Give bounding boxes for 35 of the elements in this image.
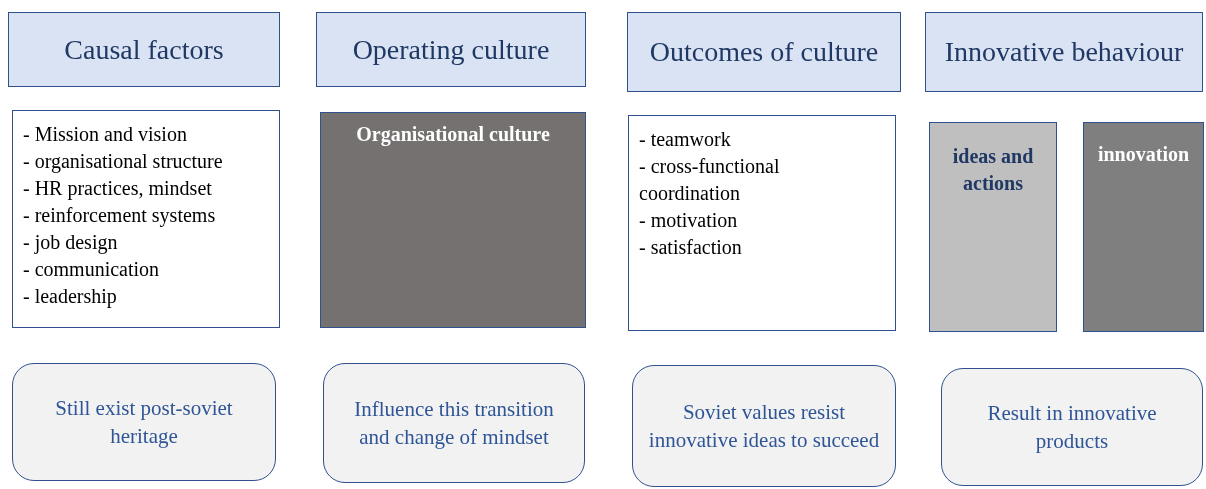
column-header xyxy=(627,12,901,92)
note-box xyxy=(941,368,1203,486)
block-text: Result in innovative products xyxy=(986,400,1158,455)
list-item: - satisfaction xyxy=(639,235,743,260)
block-text: Still exist post-soviet heritage xyxy=(54,395,234,450)
culture-block xyxy=(320,112,586,328)
block-text: Influence this transition and change of mindset xyxy=(353,396,555,451)
block-text: innovation xyxy=(1097,143,1190,165)
block-text: Organisational culture xyxy=(356,123,550,145)
header-text: Innovative behaviour xyxy=(944,37,1184,67)
list-item: - Mission and vision xyxy=(23,122,188,147)
stage-block xyxy=(929,122,1057,332)
block-text: Soviet values resist innovative ideas to succeed xyxy=(647,399,881,454)
note-box xyxy=(632,365,896,487)
list-item: - leadership xyxy=(23,284,118,310)
list-item: - teamwork xyxy=(639,127,732,152)
note-box xyxy=(12,363,276,481)
list-item: - job design xyxy=(23,230,119,256)
list-item: - communication xyxy=(23,257,161,282)
list-item: - motivation xyxy=(639,208,739,233)
list-item: - organisational structure xyxy=(23,149,224,175)
header-text: Operating culture xyxy=(352,34,550,65)
column-header xyxy=(925,12,1203,92)
header-text: Causal factors xyxy=(64,34,224,65)
list-item: - cross-functional coordination xyxy=(639,154,781,206)
column-header xyxy=(8,12,280,87)
list-item: - reinforcement systems xyxy=(23,203,217,229)
list-box xyxy=(628,115,896,331)
note-box xyxy=(323,363,585,483)
list-box xyxy=(12,110,280,328)
stage-block xyxy=(1083,122,1204,332)
block-text: ideas and actions xyxy=(952,145,1034,194)
list-item: - HR practices, mindset xyxy=(23,176,213,202)
header-text: Outcomes of culture xyxy=(649,37,879,67)
column-header xyxy=(316,12,586,87)
